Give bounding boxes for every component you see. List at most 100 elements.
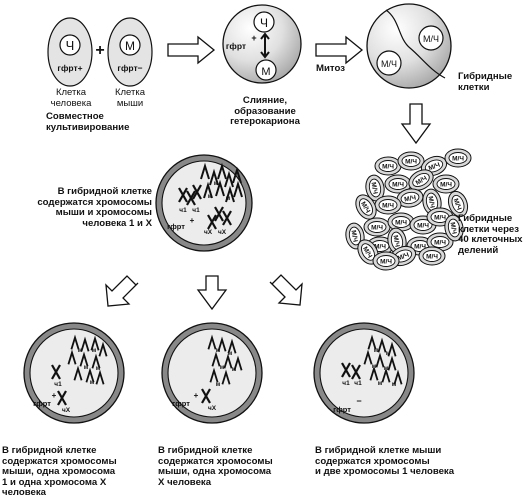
hybrid-nucleus-label-1: М/Ч (423, 34, 439, 44)
heterokaryon-mouse-symbol: М (261, 66, 270, 78)
chromosome-label-hx: чХ (208, 405, 217, 412)
hybrid-cell-label: М/Ч (371, 225, 383, 232)
label-result-right: В гибридной клетке мыши содержатся хромо… (315, 445, 455, 477)
mouse-chromosome (387, 341, 397, 357)
hybrid-cell: М/Ч (374, 156, 402, 176)
hybrid-cell-top: М/Ч М/Ч (366, 3, 452, 89)
human-chromosome (201, 388, 211, 404)
mouse-chromosome (203, 181, 213, 199)
right-gene-label: гфрт (333, 405, 351, 414)
mouse-chromosome (95, 369, 105, 385)
left-gene-label: гфрт (33, 399, 51, 408)
mouse-chromosome (207, 334, 217, 350)
mouse-chromosome (223, 353, 233, 369)
hybrid-cell-label: М/Ч (370, 182, 379, 195)
chromosome-label-h1: ч1 (354, 380, 362, 387)
hybrid-cell-label: М/Ч (440, 182, 452, 189)
label-mitosis: Митоз (316, 63, 345, 74)
human-chromosome (178, 187, 188, 203)
hybrid-cell-label: М/Ч (452, 198, 463, 212)
hybrid-cell-label: М/Ч (380, 259, 392, 266)
chromosome-label-h1: ч1 (54, 381, 62, 388)
arrow-right-1 (167, 35, 216, 65)
label-human-cell: Клетка человека (50, 87, 92, 109)
mid-gene-label: гфрт (172, 399, 190, 408)
hybrid-cell-label: М/Ч (404, 194, 417, 203)
hybrid-cell-label: М/Ч (434, 240, 446, 247)
chromosome-label-m: м (84, 365, 89, 371)
mouse-chromosome (224, 170, 234, 188)
mouse-chromosome (200, 162, 210, 180)
human-cell: Ч гфрт+ (47, 17, 93, 87)
chromosome-label-m: м (226, 196, 231, 202)
hybrid-cell-label: М/Ч (382, 203, 394, 210)
chromosome-label-m: м (216, 382, 221, 388)
mouse-chromosome (91, 353, 101, 369)
mouse-chromosome (232, 166, 242, 184)
mouse-chromosome (393, 369, 403, 385)
hybrid-cell-label: М/Ч (452, 156, 464, 163)
label-hybrid-contains: В гибридной клетке содержатся хромосомы … (37, 186, 152, 229)
human-chromosome (207, 214, 217, 230)
human-chromosome (57, 390, 67, 406)
hybrid-cell-label: М/Ч (427, 196, 436, 209)
hybrid-cell-label: М/Ч (395, 220, 407, 227)
mouse-chromosome (381, 367, 391, 383)
label-fusion: Слияние, образование гетерокариона (230, 95, 300, 127)
human-chromosome (192, 184, 202, 200)
mouse-chromosome (85, 367, 95, 383)
arrow-down-mid (196, 275, 228, 311)
label-result-mid: В гибридной клетке содержатся хромосомы … (158, 445, 273, 488)
human-chromosome (186, 190, 196, 206)
mouse-chromosome (67, 349, 77, 365)
chromosome-label-h1: ч1 (179, 207, 187, 214)
chromosome-label-m: м (90, 380, 95, 386)
hybrid-cell-label: М/Ч (414, 244, 426, 251)
human-chromosome (341, 362, 351, 378)
hybrid-cell-label: М/Ч (374, 244, 386, 251)
hybrid-cell: М/Ч (357, 239, 379, 265)
mouse-gene-label: гфрт− (117, 63, 142, 73)
label-hybrid-cells: Гибридные клетки (458, 71, 513, 93)
plus-sign: + (95, 42, 104, 59)
label-mouse-cell: Клетка мыши (114, 87, 146, 109)
hybrid-cell-label: М/Ч (405, 159, 417, 166)
human-chromosome (214, 206, 224, 222)
chromosome-label-m: м (216, 348, 221, 354)
mouse-nucleus (119, 34, 141, 56)
mouse-chromosome (209, 367, 219, 383)
double-arrow-icon (260, 32, 270, 59)
hybrid-cell: М/Ч (355, 194, 377, 220)
hybrid-cell-label: М/Ч (392, 235, 401, 248)
arrow-right-2 (315, 35, 364, 65)
chromosome-label-m: м (374, 348, 379, 354)
hybrid-cell: М/Ч (408, 169, 434, 191)
mouse-cell: М гфрт− (107, 17, 153, 87)
chromosome-label-h1: ч1 (192, 207, 200, 214)
chromosome-label-m: м (96, 366, 101, 372)
human-chromosome (51, 364, 61, 380)
hybrid-cell-label: М/Ч (428, 161, 442, 172)
chromosome-label-h1: ч1 (342, 380, 350, 387)
chromosome-label-m: м (232, 367, 237, 373)
chromosome-label-m: м (214, 181, 219, 187)
mouse-chromosome (387, 355, 397, 371)
hybrid-cell: М/Ч (363, 217, 391, 237)
chromosome-label-m: м (384, 366, 389, 372)
mouse-chromosome (217, 162, 227, 180)
mouse-chromosome (233, 180, 243, 198)
hybrid-cell-label: М/Ч (382, 164, 394, 171)
heterokaryon: Ч М гфрт + (222, 4, 302, 84)
mouse-chromosome (79, 351, 89, 367)
human-nucleus (59, 34, 81, 56)
mouse-chromosome (221, 369, 231, 385)
mouse-chromosome (211, 351, 221, 367)
hybrid-cell-label: М/Ч (397, 251, 411, 262)
arrow-down-right (400, 103, 432, 145)
hybrid-nucleus-label-2: М/Ч (381, 59, 397, 69)
mid-gene-plus: + (194, 391, 199, 400)
arrow-down-left (105, 275, 139, 307)
